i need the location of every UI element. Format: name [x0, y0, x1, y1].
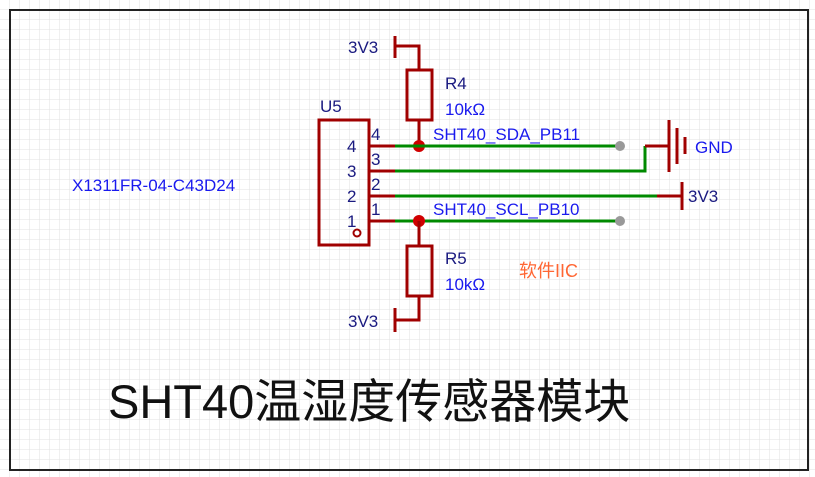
r5-value: 10kΩ: [445, 275, 485, 294]
r4-ref: R4: [445, 74, 467, 93]
note-software-iic: 软件IIC: [519, 261, 578, 281]
u5-ref: U5: [320, 97, 342, 116]
pin1-marker: [352, 228, 362, 238]
r5-ref: R5: [445, 249, 467, 268]
u5-part-number: X1311FR-04-C43D24: [72, 176, 235, 195]
pin-number-outer: 4: [371, 125, 380, 144]
net-label-scl: SHT40_SCL_PB10: [433, 200, 579, 219]
r4-value: 10kΩ: [445, 100, 485, 119]
pin-number-outer: 1: [371, 200, 380, 219]
pin-number-inner: 3: [347, 162, 356, 181]
power-label-top: 3V3: [348, 38, 378, 57]
gnd-label: GND: [695, 138, 733, 157]
pin-number-inner: 2: [347, 187, 356, 206]
power-label-bottom: 3V3: [348, 312, 378, 331]
sheet-border: [9, 9, 809, 471]
net-label-sda: SHT40_SDA_PB11: [433, 125, 580, 144]
pin-stubs: [369, 144, 395, 223]
r5-power-branch: [393, 221, 434, 332]
net-port-scl: [615, 216, 625, 226]
power-label-pin2: 3V3: [688, 187, 718, 206]
connector-u5[interactable]: [317, 118, 371, 247]
pin-number-inner: 4: [347, 137, 356, 156]
ground-icon: [667, 120, 687, 172]
pin-number-outer: 2: [371, 175, 380, 194]
wire-gnd[interactable]: [395, 146, 647, 173]
sheet-title: SHT40温湿度传感器模块: [108, 375, 630, 428]
net-port-sda: [615, 141, 625, 151]
pin-number-inner: 1: [347, 212, 356, 231]
pin-number-outer: 3: [371, 150, 380, 169]
